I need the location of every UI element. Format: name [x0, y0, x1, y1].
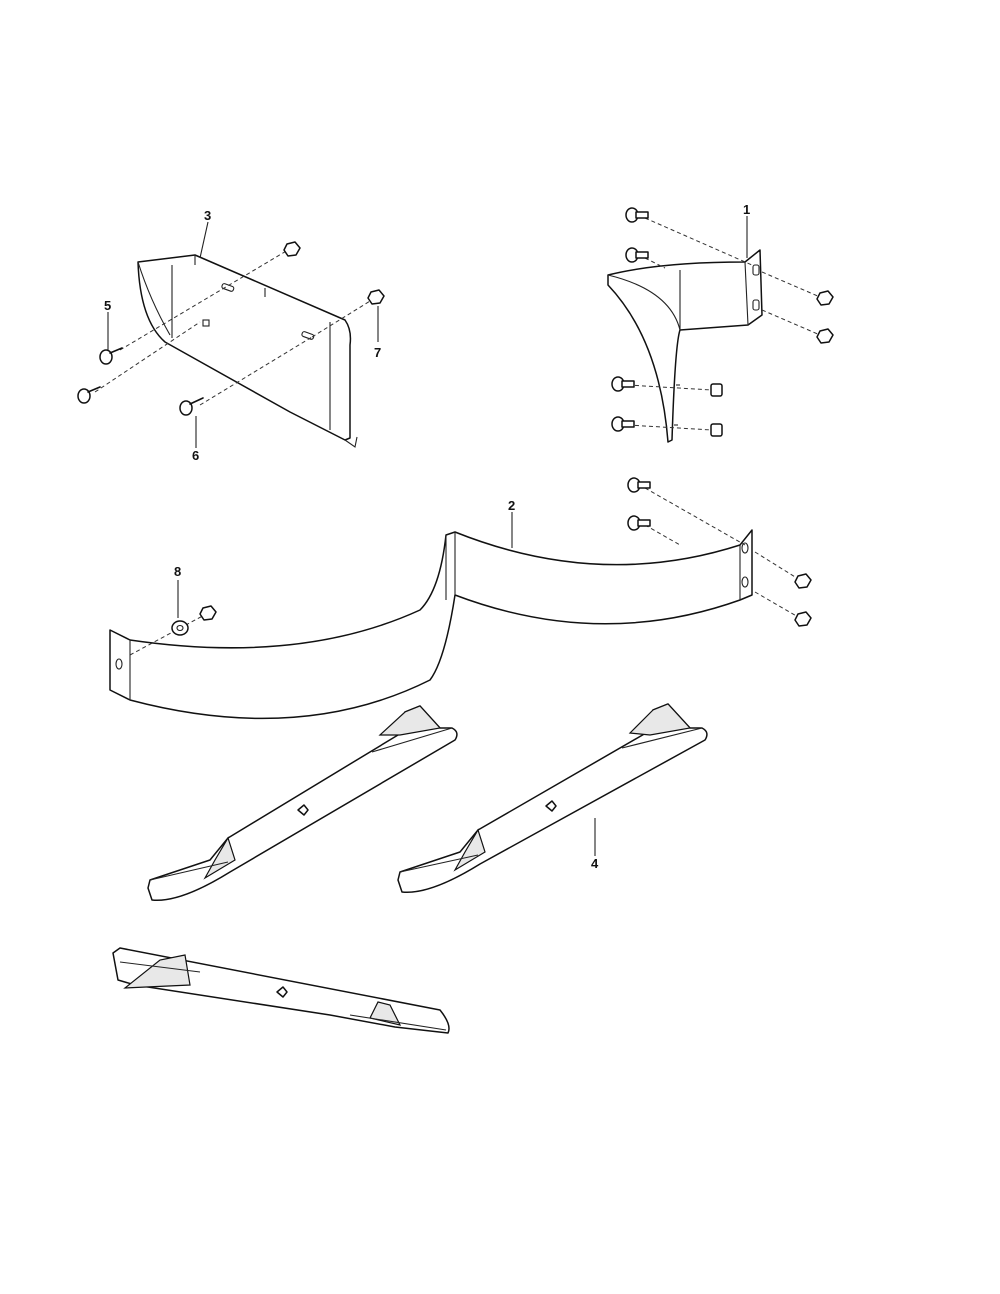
callout-labels: 1 2 3 4 5 6 7 8: [104, 202, 750, 871]
shield-part-1: [607, 207, 834, 443]
bolt-icon: [611, 416, 635, 432]
nut-icon: [710, 423, 723, 437]
nut-icon: [794, 611, 812, 627]
baffle-part-2: [109, 477, 812, 720]
blade-part-4-right: [397, 703, 708, 894]
callout-label-8: 8: [174, 564, 181, 579]
callout-label-2: 2: [508, 498, 515, 513]
callout-label-6: 6: [192, 448, 199, 463]
carriage-bolt-icon: [99, 347, 123, 365]
callout-label-3: 3: [204, 208, 211, 223]
washer-icon: [171, 620, 189, 636]
callout-label-7: 7: [374, 345, 381, 360]
nut-icon: [816, 328, 834, 344]
bolt-icon: [625, 207, 649, 223]
nut-icon: [367, 289, 385, 305]
callout-label-5: 5: [104, 298, 111, 313]
blade-bottom: [112, 947, 450, 1034]
nut-icon: [794, 573, 812, 589]
carriage-bolt-icon: [77, 386, 101, 404]
bolt-icon: [627, 477, 651, 493]
nut-icon: [283, 241, 301, 257]
carriage-bolt-icon: [179, 397, 204, 416]
bolt-icon: [627, 515, 651, 531]
baffle-part-3: [77, 221, 385, 448]
nut-icon: [199, 605, 217, 621]
bolt-icon: [625, 247, 649, 263]
nut-icon: [816, 290, 834, 306]
callout-label-4: 4: [591, 856, 599, 871]
bolt-icon: [611, 376, 635, 392]
blade-part-4-left: [147, 705, 458, 902]
callout-label-1: 1: [743, 202, 750, 217]
nut-icon: [710, 383, 723, 397]
